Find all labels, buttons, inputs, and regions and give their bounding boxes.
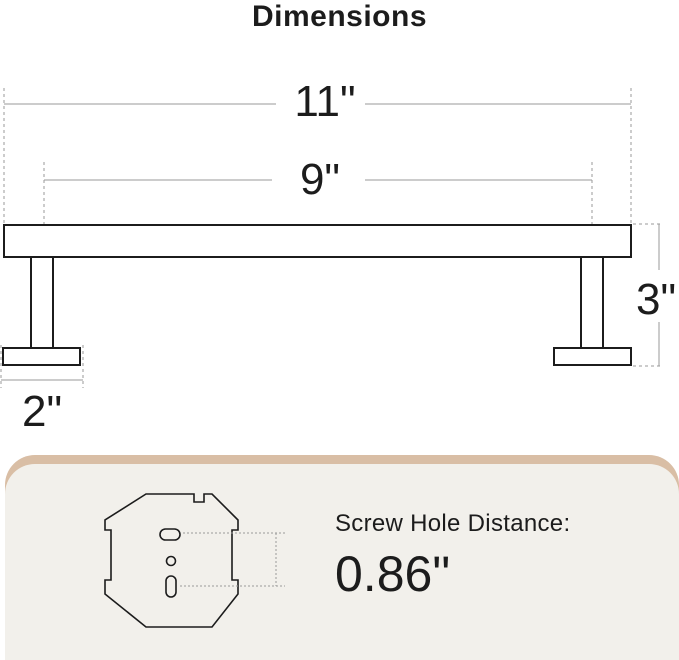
- screw-hole-distance-value: 0.86": [335, 546, 451, 602]
- left-foot: [2, 347, 81, 366]
- height-label: 3": [636, 275, 677, 324]
- foot-width-dimension: [0, 345, 84, 388]
- page-title: Dimensions: [251, 0, 428, 33]
- inner-width-dimension: [43, 162, 593, 224]
- shelf-top: [3, 224, 632, 258]
- height-dimension: [633, 223, 661, 367]
- right-foot: [553, 347, 632, 366]
- right-leg: [580, 256, 604, 349]
- left-leg: [30, 256, 54, 349]
- foot-width-label: 2": [22, 387, 63, 436]
- screw-hole-distance-label: Screw Hole Distance:: [335, 510, 571, 537]
- inner-width-label: 9": [275, 158, 365, 202]
- overall-width-label: 11": [285, 80, 365, 124]
- overall-width-dimension: [3, 88, 632, 224]
